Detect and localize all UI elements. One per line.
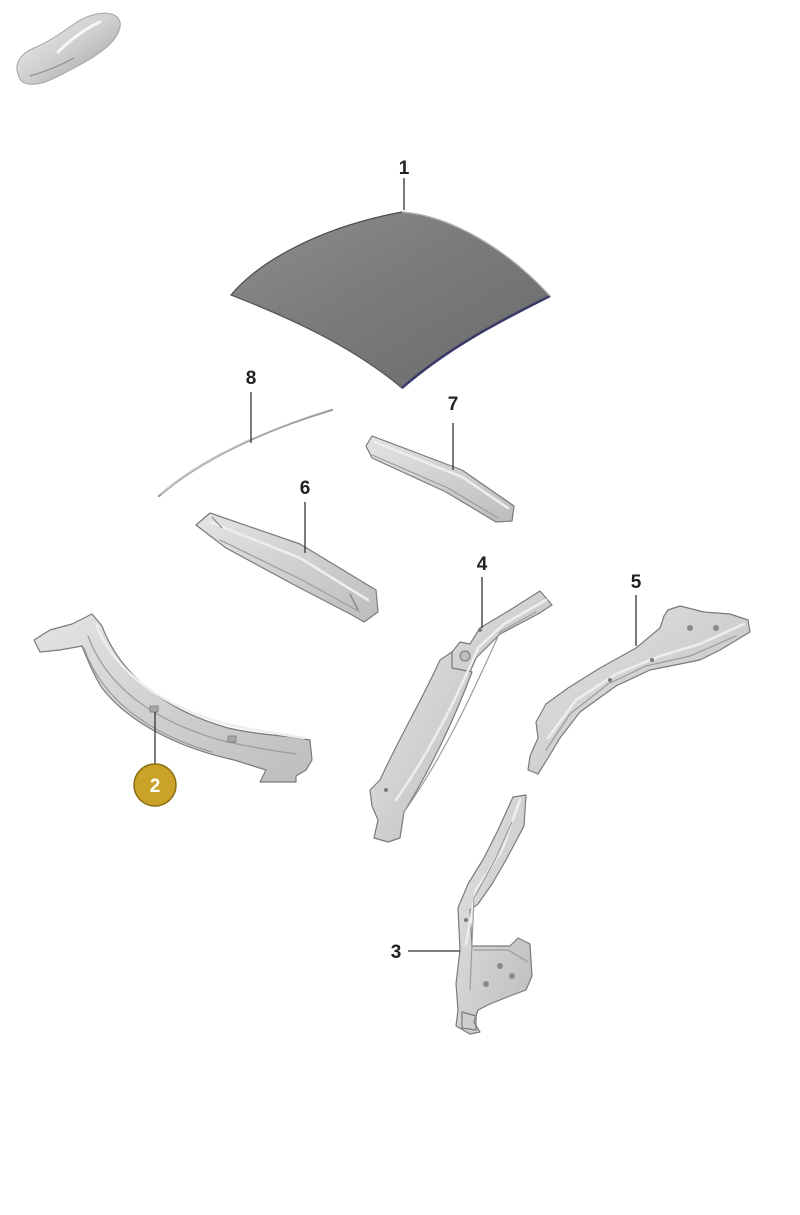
callout-5[interactable]: 5: [631, 572, 642, 593]
roof-side-rail[interactable]: [527, 605, 751, 775]
front-roof-crossmember[interactable]: [195, 512, 379, 623]
callout-4[interactable]: 4: [477, 554, 488, 575]
callout-6[interactable]: 6: [300, 478, 311, 499]
callout-1[interactable]: 1: [399, 158, 410, 179]
roof-panel[interactable]: [230, 211, 551, 389]
callout-8[interactable]: 8: [246, 368, 257, 389]
callout-2: 2: [150, 776, 161, 797]
highlight-badge: [133, 763, 177, 807]
windshield-frame[interactable]: [33, 613, 313, 783]
car-silhouette-icon: [16, 12, 121, 85]
roof-trim-strip[interactable]: [157, 408, 334, 498]
b-pillar[interactable]: [455, 794, 533, 1035]
callout-2-badge[interactable]: 2: [133, 763, 177, 807]
callout-3[interactable]: 3: [391, 942, 402, 963]
callout-7[interactable]: 7: [448, 394, 459, 415]
a-pillar-left[interactable]: [369, 590, 553, 843]
rear-roof-crossmember[interactable]: [365, 435, 515, 523]
